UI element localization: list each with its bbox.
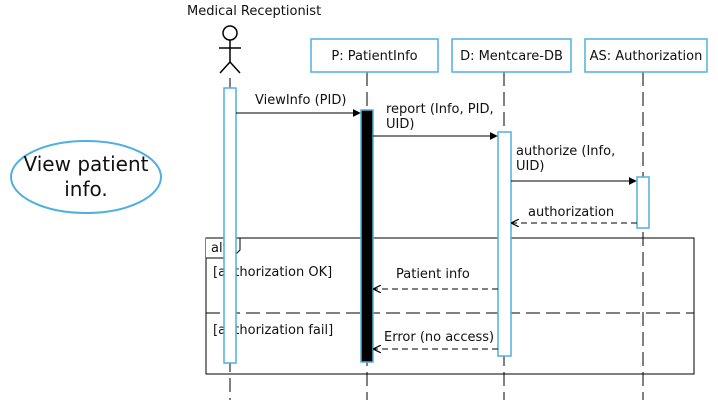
- lifeline-label-patientinfo: P: PatientInfo: [331, 49, 417, 64]
- lifeline-label-mentcare-db: D: Mentcare-DB: [460, 49, 563, 64]
- lifeline-label-authorization: AS: Authorization: [590, 49, 703, 64]
- actor-stick-figure-icon: [219, 25, 241, 74]
- lifeline-box-patientinfo: P: PatientInfo: [310, 38, 439, 73]
- lifeline-box-mentcare-db: D: Mentcare-DB: [451, 38, 572, 73]
- alt-fragment: [205, 237, 695, 375]
- message-patient-info-return-label: Patient info: [396, 267, 470, 282]
- authorization-activation-bar: [636, 176, 650, 229]
- actor-name: Medical Receptionist: [187, 4, 321, 19]
- use-case-label-line2: info.: [64, 177, 108, 201]
- actor-activation-bar: [223, 87, 237, 364]
- use-case-view-patient-info: View patient info.: [10, 140, 162, 214]
- message-viewinfo-label: ViewInfo (PID): [255, 93, 346, 108]
- message-authorize-label-line1: authorize (Info,: [516, 144, 615, 159]
- message-authorize-label-line2: UID): [516, 159, 544, 174]
- message-report-label-line2: UID): [386, 117, 414, 132]
- message-error-return-label: Error (no access): [384, 330, 494, 345]
- mentcare-db-activation-bar: [497, 131, 512, 357]
- lifeline-box-authorization: AS: Authorization: [584, 38, 708, 73]
- guard-authorization-ok: [authorization OK]: [213, 265, 332, 280]
- patientinfo-activation-bar: [360, 109, 374, 363]
- message-report-label-line1: report (Info, PID,: [386, 102, 494, 117]
- message-authorization-return-label: authorization: [528, 205, 614, 220]
- use-case-label-line1: View patient: [24, 152, 149, 176]
- guard-authorization-fail: [authorization fail]: [213, 323, 333, 338]
